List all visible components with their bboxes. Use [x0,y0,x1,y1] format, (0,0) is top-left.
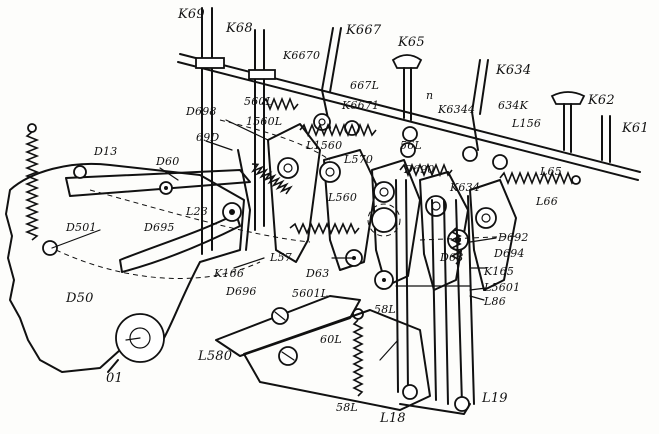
leader-lines [51,119,497,361]
label-d50: D50 [66,291,94,306]
label-l18: L18 [380,411,406,426]
label-k6670: K6670 [283,49,321,62]
label-n01: 01 [106,371,123,386]
label-k6344: K6344 [438,103,476,116]
label-l570: L570 [344,153,374,166]
label-l23: L23 [186,205,208,218]
label-l66: L66 [536,195,558,208]
label-k65: K65 [398,35,425,50]
label-k634k: 634K [498,99,529,112]
label-k62: K62 [588,93,615,108]
lever-d60 [65,165,251,197]
label-d68: D68 [440,251,464,264]
label-l5601b: 5601L [292,287,329,300]
label-l19: L19 [482,391,508,406]
label-d696: D696 [226,285,257,298]
label-l1560: 1560L [246,115,283,128]
label-d63: D63 [306,267,330,280]
cam-assembly [267,113,517,291]
label-k166: K166 [214,267,245,280]
label-d690: D690 [404,163,435,176]
lever-58l [243,309,471,415]
label-d695: D695 [144,221,175,234]
arm-d695 [55,149,261,280]
label-l5601: L5601 [484,281,521,294]
label-k6671: K6671 [342,99,380,112]
springs-center [250,96,581,397]
label-d60: D60 [156,155,180,168]
label-d692: D692 [498,231,529,244]
label-l56: 56L [400,139,422,152]
label-l57: L57 [270,251,292,264]
label-d698: D698 [186,105,217,118]
label-n: n [426,89,434,102]
label-k68: K68 [226,21,253,36]
label-d501: D501 [66,221,97,234]
label-l580: L580 [198,349,233,364]
label-d69: 69D [196,131,220,144]
label-k165: K165 [484,265,515,278]
label-k634b: K634 [450,181,481,194]
label-k667: K667 [346,23,382,38]
spring-d501 [24,123,58,256]
label-l58: 58L [374,303,396,316]
label-l667: 667L [350,79,380,92]
lever-l580 [215,295,361,357]
label-l86: L86 [484,295,506,308]
label-k69: K69 [178,7,205,22]
label-l1560b: L1560 [306,139,343,152]
label-d694: D694 [494,247,525,260]
label-d13: D13 [94,145,118,158]
label-l156: L156 [512,117,542,130]
frame-plate-d50 [5,162,245,373]
label-k634: K634 [496,63,532,78]
label-k61: K61 [622,121,649,136]
label-l560: 560L [244,95,274,108]
label-l58b: 58L [336,401,358,414]
label-l560b: L560 [328,191,358,204]
sliders [395,179,475,405]
label-l60: 60L [320,333,342,346]
label-l65: L65 [540,165,562,178]
